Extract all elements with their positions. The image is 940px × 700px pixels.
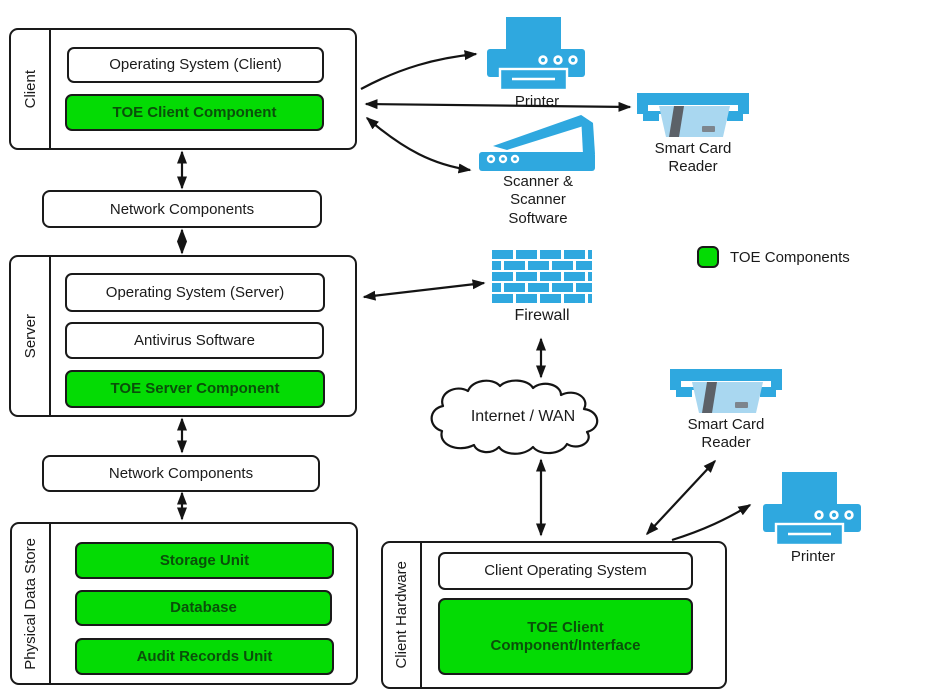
arrow-server-firewall — [362, 279, 486, 301]
server-stack: Server Operating System (Server) Antivir… — [9, 255, 357, 417]
box-toe-server-component: TOE Server Component — [65, 370, 325, 408]
data-store-stack: Physical Data Store Storage Unit Databas… — [10, 522, 358, 685]
internet-wan-label: Internet / WAN — [470, 408, 576, 425]
printer-bottom-label: Printer — [790, 548, 836, 565]
smart-card-reader-top-label: Smart Card Reader — [654, 140, 732, 176]
smart-card-reader-bottom-label: Smart Card Reader — [687, 416, 765, 452]
printer-top: Printer — [483, 17, 591, 111]
smart-card-reader-bottom: Smart Card Reader — [666, 369, 786, 453]
printer-bottom: Printer — [760, 472, 866, 566]
toe-green-swatch-icon — [697, 246, 719, 268]
legend-label: TOE Components — [730, 248, 850, 266]
printer-icon — [763, 472, 861, 547]
scanner-icon — [479, 115, 595, 171]
printer-icon — [487, 17, 585, 92]
server-side-strip: Server — [11, 257, 51, 415]
client-hardware-side-strip: Client Hardware — [383, 543, 422, 687]
data-store-side-label: Physical Data Store — [22, 537, 39, 670]
box-client-operating-system: Client Operating System — [438, 552, 693, 590]
internet-wan-cloud: Internet / WAN — [428, 377, 618, 459]
scanner: Scanner & Scanner Software — [476, 110, 600, 228]
arrow-client-scanner — [365, 117, 472, 174]
scanner-label: Scanner & Scanner Software — [502, 173, 574, 227]
printer-top-label: Printer — [514, 93, 560, 110]
arrow-client-hardware-smart-card-reader-bottom — [645, 459, 717, 536]
client-side-strip: Client — [11, 30, 51, 148]
data-store-side-strip: Physical Data Store — [12, 524, 51, 683]
box-operating-system-client: Operating System (Client) — [67, 47, 324, 83]
firewall-label: Firewall — [514, 307, 570, 324]
client-side-label: Client — [21, 69, 39, 109]
box-database: Database — [75, 590, 332, 626]
box-network-components-bottom: Network Components — [42, 455, 320, 492]
arrow-client-hardware-printer-bottom — [671, 504, 752, 542]
client-hardware-stack: Client Hardware Client Operating System … — [381, 541, 727, 689]
box-audit-records-unit: Audit Records Unit — [75, 638, 334, 675]
legend: TOE Components — [697, 246, 850, 268]
smart-card-reader-icon — [637, 93, 749, 137]
smart-card-reader-top: Smart Card Reader — [633, 93, 753, 177]
smart-card-reader-icon — [670, 369, 782, 413]
box-network-components-top: Network Components — [42, 190, 322, 228]
firewall-icon — [492, 250, 592, 303]
box-antivirus-software: Antivirus Software — [65, 322, 324, 359]
client-hardware-side-label: Client Hardware — [393, 561, 410, 669]
server-side-label: Server — [21, 313, 39, 359]
client-stack: Client Operating System (Client) TOE Cli… — [9, 28, 357, 150]
arrow-client-printer-top — [360, 50, 478, 90]
box-operating-system-server: Operating System (Server) — [65, 273, 325, 312]
firewall: Firewall — [491, 250, 593, 326]
cloud-icon — [430, 379, 599, 455]
box-toe-client-component-interface: TOE Client Component/Interface — [438, 598, 693, 675]
box-toe-client-component: TOE Client Component — [65, 94, 324, 131]
box-storage-unit: Storage Unit — [75, 542, 334, 579]
